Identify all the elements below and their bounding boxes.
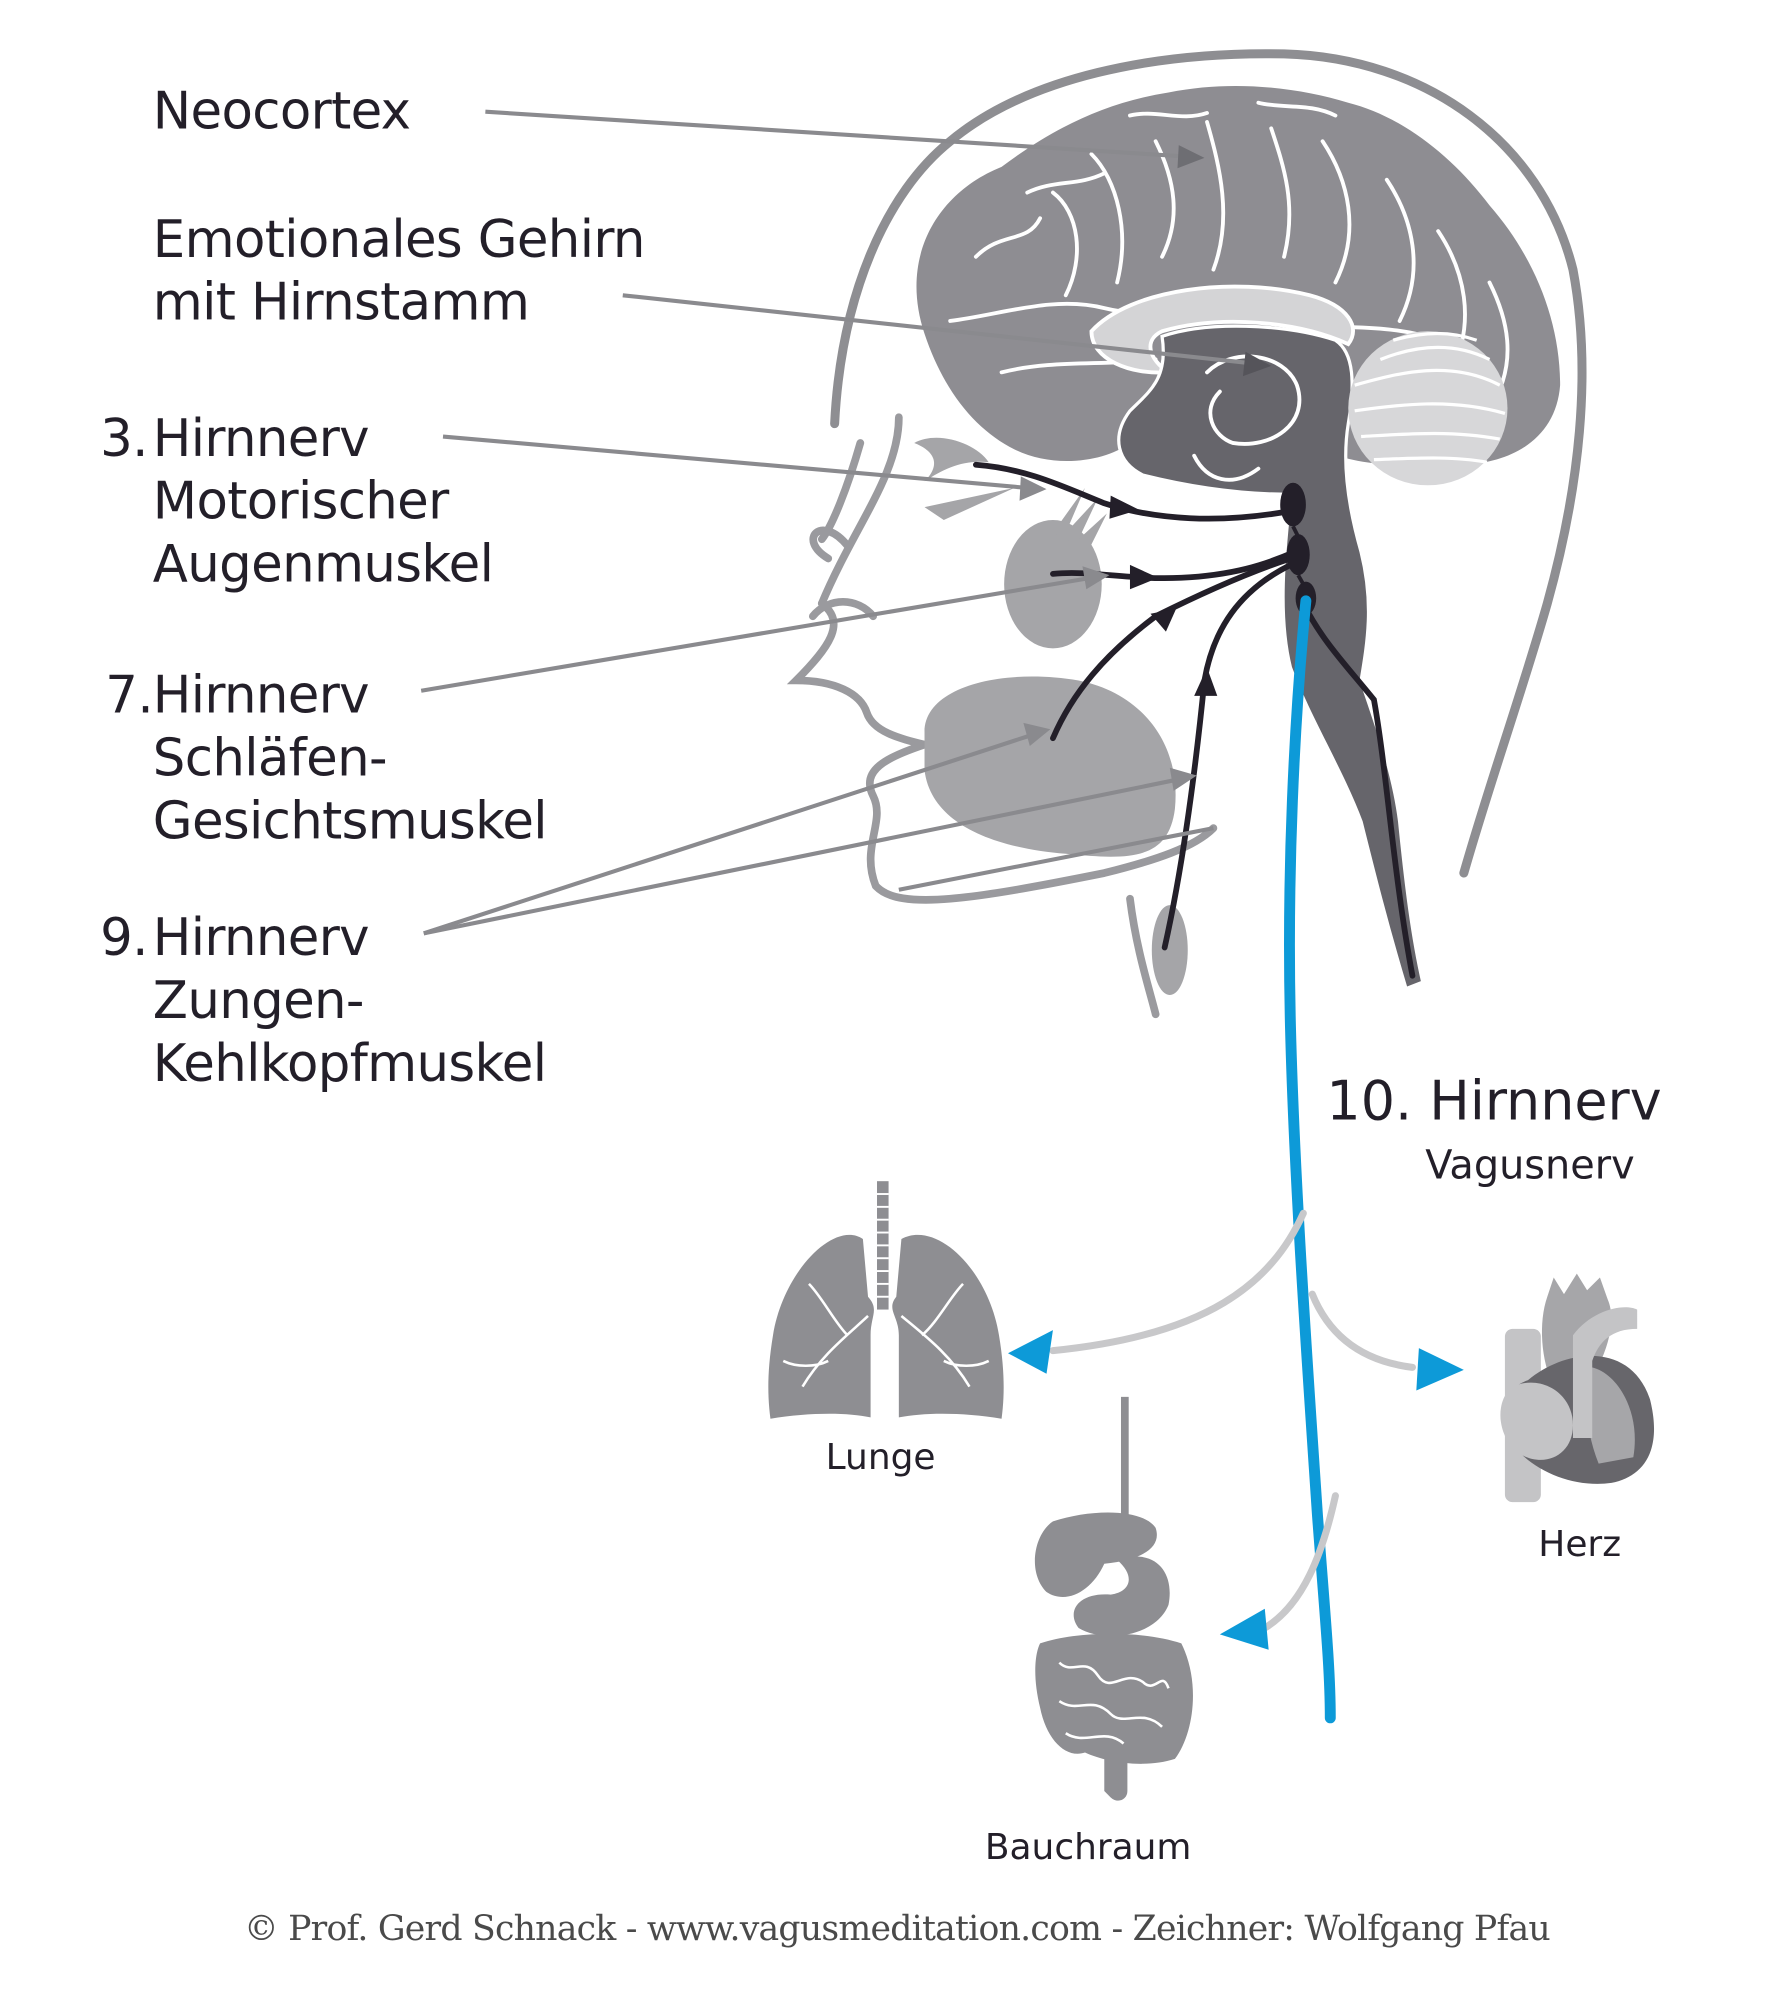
brainstem-nerve-line xyxy=(1300,600,1416,979)
label-n7-number: 7. xyxy=(105,666,153,726)
label-n10-sub: Vagusnerv xyxy=(1425,1143,1634,1189)
nerve-9b xyxy=(1161,562,1294,951)
cerebellum xyxy=(1348,331,1508,486)
nucleus-7 xyxy=(1286,534,1310,576)
heart-icon xyxy=(1500,1273,1655,1503)
leader-arrow-emotional xyxy=(1242,351,1272,377)
label-lung: Lunge xyxy=(826,1437,936,1478)
label-n3-title: Hirnnerv xyxy=(153,409,369,469)
leader-neocortex xyxy=(485,109,1188,159)
label-n3-line2: Motorischer xyxy=(153,472,450,532)
label-n9-line3: Kehlkopfmuskel xyxy=(153,1034,547,1094)
nerve-3 xyxy=(972,461,1294,522)
leader-n9b xyxy=(423,777,1180,936)
leader-arrow-n9b xyxy=(1169,767,1197,791)
leader-n7 xyxy=(420,575,1092,693)
label-n9-title: Hirnnerv xyxy=(153,908,369,968)
branch-heart xyxy=(1308,1290,1416,1371)
nucleus-3 xyxy=(1280,482,1306,527)
brain xyxy=(916,85,1561,991)
arrow-nerve-3 xyxy=(1109,495,1139,519)
label-n3-number: 3. xyxy=(100,409,148,469)
label-n7-title: Hirnnerv xyxy=(153,666,369,726)
copyright-credit: © Prof. Gerd Schnack - www.vagusmeditati… xyxy=(244,1909,1550,1949)
branch-abdomen xyxy=(1261,1492,1339,1632)
leader-lines xyxy=(420,109,1272,936)
label-n9-number: 9. xyxy=(100,908,148,968)
leader-emotional xyxy=(622,293,1253,366)
arrow-abdomen xyxy=(1219,1608,1269,1650)
emotional-brain-brainstem xyxy=(1117,324,1425,991)
arrow-nerve-7 xyxy=(1129,564,1159,590)
label-neocortex: Neocortex xyxy=(153,81,411,141)
label-n9-line2: Zungen- xyxy=(153,971,364,1031)
label-n7-line3: Gesichtsmuskel xyxy=(153,791,547,851)
jaw-muscle-area xyxy=(924,676,1176,857)
label-heart: Herz xyxy=(1538,1524,1621,1565)
branch-lung xyxy=(1049,1209,1307,1355)
arrow-nerve-9a xyxy=(1150,608,1177,632)
label-emotional-line2: mit Hirnstamm xyxy=(153,273,529,333)
vagus-branches xyxy=(1007,1209,1464,1650)
abdomen-icon xyxy=(1034,1396,1193,1801)
label-n10-title: 10. Hirnnerv xyxy=(1326,1070,1661,1133)
left-labels: Neocortex Emotionales Gehirn mit Hirnsta… xyxy=(100,81,645,1094)
label-n7-line2: Schläfen- xyxy=(153,728,387,788)
vagus-label: 10. Hirnnerv Vagusnerv xyxy=(1326,1070,1661,1189)
leader-arrow-n7 xyxy=(1082,566,1110,590)
leader-arrow-neocortex xyxy=(1177,145,1205,169)
leader-n9a xyxy=(423,732,1035,936)
label-n3-line3: Augenmuskel xyxy=(153,535,493,595)
arrow-lung xyxy=(1007,1330,1053,1374)
arrow-heart xyxy=(1416,1348,1464,1391)
vagus-nerve xyxy=(1284,595,1336,1724)
larynx-shape xyxy=(1151,905,1188,996)
leader-n3 xyxy=(442,434,1028,490)
leader-arrow-n9a xyxy=(1023,722,1051,746)
label-emotional-line1: Emotionales Gehirn xyxy=(153,210,645,270)
leader-arrow-n3 xyxy=(1019,476,1047,501)
leader-n9c xyxy=(898,826,1214,892)
label-abdomen: Bauchraum xyxy=(985,1827,1192,1868)
lung-icon xyxy=(768,1181,1004,1419)
arrow-nerve-9b xyxy=(1194,667,1218,696)
